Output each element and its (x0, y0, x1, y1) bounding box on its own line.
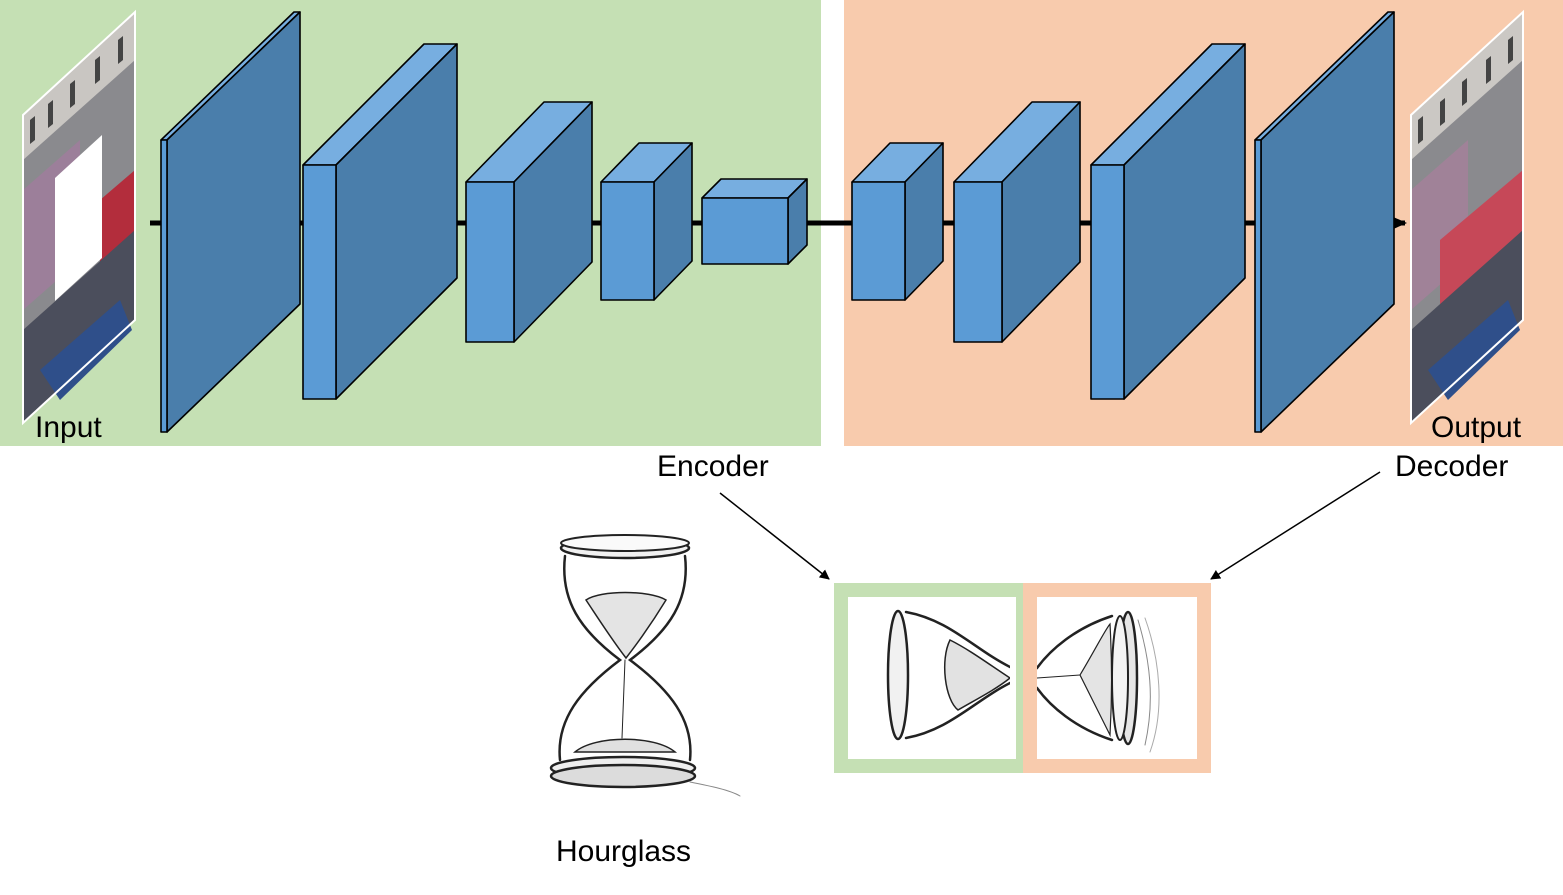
output-image (1410, 9, 1524, 426)
block-front-face (953, 181, 1003, 343)
decoder-label: Decoder (1395, 450, 1508, 483)
block-front-face (1254, 139, 1262, 433)
encoder-layer-3 (465, 101, 593, 343)
block-front-face (701, 197, 789, 265)
block-front-face (851, 181, 906, 301)
encoder-layer-1 (160, 11, 301, 433)
output-label: Output (1431, 411, 1522, 444)
encoder-layer-2 (302, 43, 458, 400)
decoder-layer-3 (1090, 43, 1246, 400)
decoder-pointer-arrow (1210, 471, 1381, 580)
block-front-face (302, 164, 337, 400)
decoder-hourglass-half (1023, 583, 1211, 773)
encoder-layer-4 (600, 142, 693, 301)
block-front-face (600, 181, 655, 301)
encoder-label: Encoder (657, 450, 769, 483)
block-front-face (465, 181, 515, 343)
decoder-layer-2 (953, 101, 1081, 343)
decoder-layer-1 (851, 142, 944, 301)
hourglass-sketch-icon (549, 534, 741, 797)
hourglass-label: Hourglass (556, 835, 691, 868)
decoder-layer-4 (1254, 11, 1395, 433)
encoder-hourglass-half (834, 583, 1030, 773)
input-image (22, 9, 136, 426)
block-front-face (1090, 164, 1125, 400)
block-front-face (160, 139, 168, 433)
encoder-pointer-arrow (719, 492, 830, 580)
input-label: Input (35, 411, 102, 444)
layer-blocks (160, 11, 1395, 433)
bottleneck-layer (701, 178, 808, 265)
